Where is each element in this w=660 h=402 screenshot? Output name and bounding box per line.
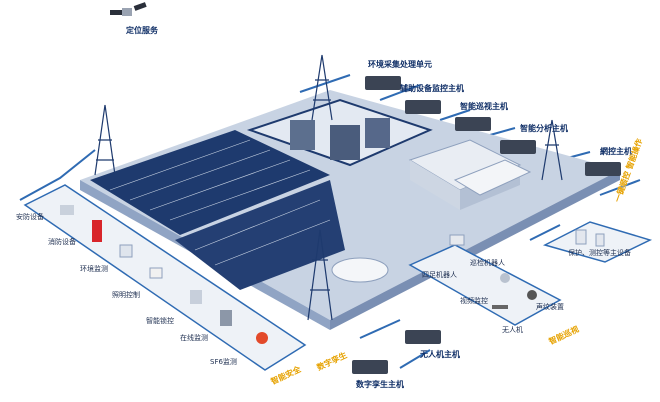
smart-patrol-host-label: 智能巡视主机 [460,102,508,111]
control-buildings [408,139,532,210]
transmission-towers [94,54,563,321]
aux-monitor-host-label: 辅助设备监控主机 [400,84,464,93]
left-panel-device-icons [60,205,268,344]
left-panel-item-environment: 环境监测 [80,265,108,273]
patrol-item-video: 视频监控 [460,297,488,305]
grid-control-host-label: 網控主机 [600,147,632,156]
patrol-item-drone: 无人机 [502,326,523,334]
drone-host-label: 无人机主机 [420,350,460,359]
patrol-device-icons [449,234,537,309]
platform-side-right [330,170,620,330]
env-collect-unit-label: 环境采集处理单元 [368,60,432,69]
left-panel-item-lighting: 照明控制 [112,291,140,299]
digital-twin-host-label: 数字孪生主机 [356,380,404,389]
switchyard-area-lower [175,180,345,290]
right-panel-item-protection: 保护、测控等主设备 [568,249,631,257]
left-panel-item-security: 安防设备 [16,213,44,221]
storage-tank [331,257,389,283]
patrol-item-acoustic: 声纹装置 [536,303,564,311]
host-units [352,76,621,374]
transformers [290,118,390,160]
right-panel-device-icons [575,229,605,247]
patrol-panel [408,244,562,326]
satellite-service-label: 定位服务 [126,26,158,35]
left-panel-item-sf6: SF6监测 [210,358,237,366]
patrol-item-quadruped: 四足机器人 [422,271,457,279]
left-panel-item-lock: 智能锁控 [146,317,174,325]
satellite-icon [110,2,147,16]
switchyard-area [90,130,330,235]
left-panel-item-online: 在线监测 [180,334,208,342]
patrol-item-inspection-robot: 巡检机器人 [470,259,505,267]
smart-analysis-host-label: 智能分析主机 [520,124,568,133]
left-panel-item-fire: 消防设备 [48,238,76,246]
switchyard-grid [109,139,331,266]
